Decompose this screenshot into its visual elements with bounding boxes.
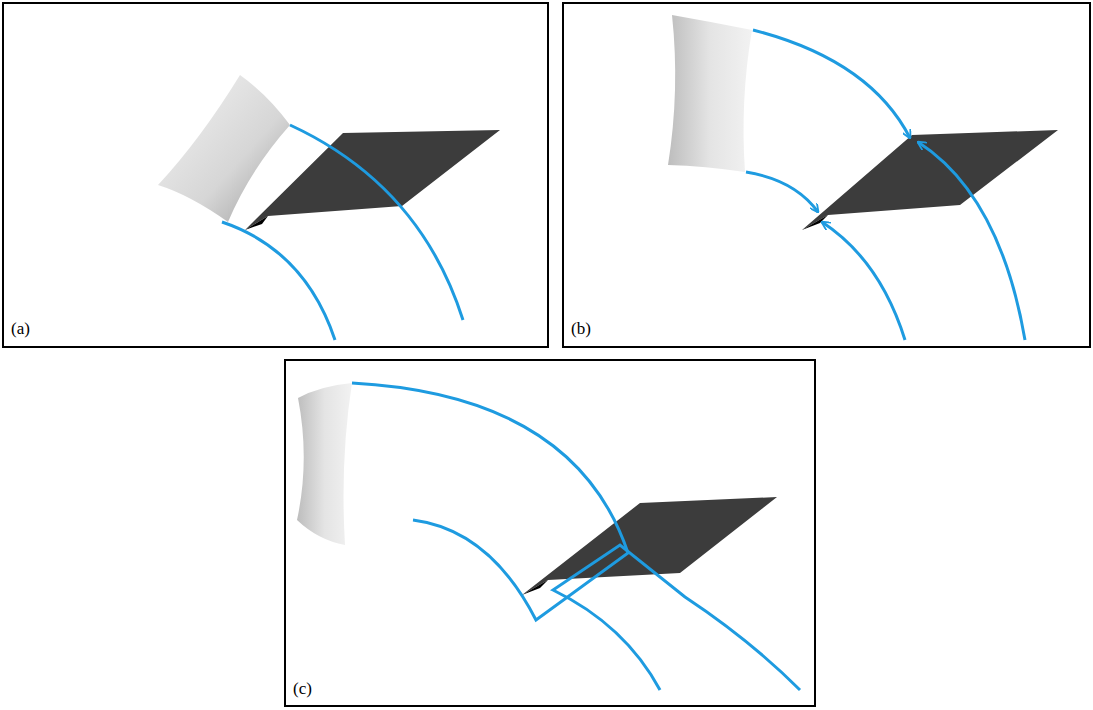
flow-arrow: [746, 172, 818, 212]
panel-label: (b): [571, 320, 591, 337]
panel-label: (a): [11, 320, 30, 337]
panel-frame: [3, 3, 548, 347]
flow-line: [352, 383, 628, 620]
panel-frame: [563, 3, 1090, 347]
curved-surface: [297, 383, 352, 545]
flow-arrow: [822, 222, 905, 340]
panel-frame: [285, 360, 815, 706]
plate-edge: [245, 216, 268, 230]
flat-plate: [802, 130, 1058, 230]
plate-edge: [522, 580, 548, 595]
panel-label: (c): [293, 680, 312, 697]
flow-line: [290, 125, 463, 320]
flow-arrow: [918, 142, 1025, 340]
flow-line: [553, 545, 800, 690]
flow-arrow: [753, 30, 910, 138]
flat-plate: [522, 497, 777, 595]
curved-surface: [668, 15, 752, 172]
flow-line: [222, 222, 335, 340]
curved-surface: [158, 75, 290, 222]
